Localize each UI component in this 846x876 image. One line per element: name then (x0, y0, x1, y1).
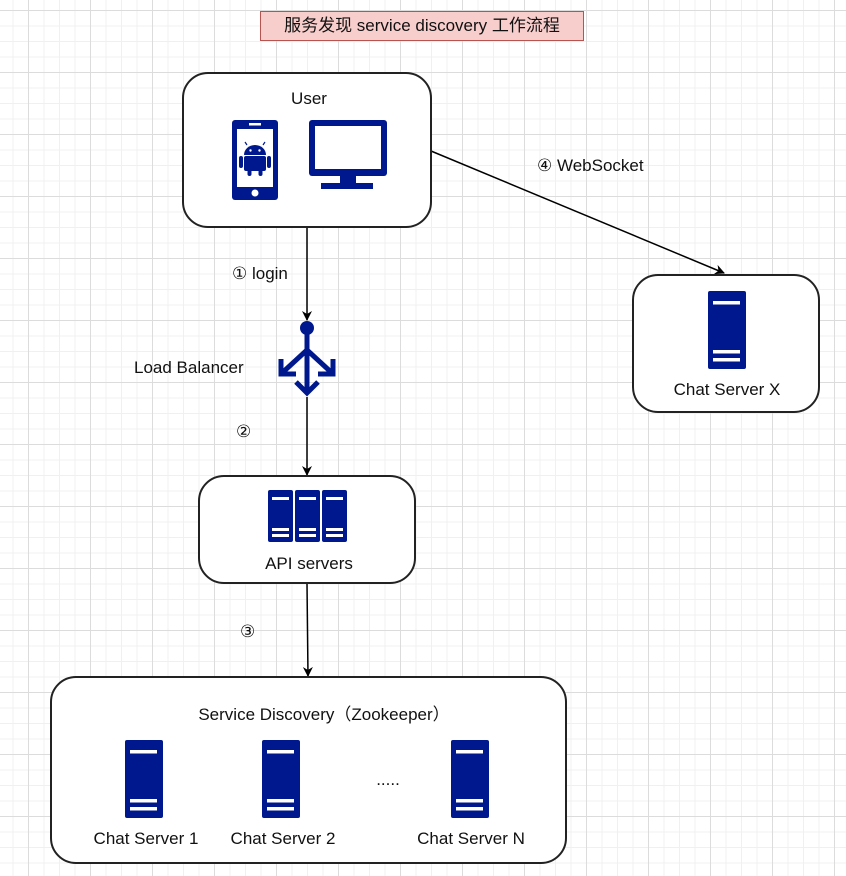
chat-server-2-label: Chat Server 2 (230, 829, 336, 848)
service-discovery-node[interactable]: Service Discovery（Zookeeper） Chat Server… (50, 676, 567, 864)
api-servers-label: API servers (265, 554, 353, 573)
server-icon (451, 740, 489, 818)
edge-websocket (430, 150, 725, 275)
android-phone-icon (232, 120, 278, 200)
edge-label-websocket: ④ WebSocket (537, 156, 644, 175)
diagram-title: 服务发现 service discovery 工作流程 (260, 11, 584, 41)
desktop-monitor-icon (309, 120, 387, 189)
edge-label-3: ③ (240, 622, 256, 641)
service-discovery-label: Service Discovery（Zookeeper） (198, 705, 450, 724)
chat-server-n-label: Chat Server N (417, 829, 525, 848)
server-icon (262, 740, 300, 818)
load-balancer-label: Load Balancer (134, 358, 244, 377)
user-label: User (291, 89, 327, 108)
server-icon (708, 291, 746, 369)
edge-label-login: ① login (232, 264, 288, 283)
api-servers-node[interactable]: API servers (198, 475, 416, 584)
load-balancer-icon (278, 321, 336, 397)
edge-label-2: ② (236, 422, 252, 441)
chat-server-x-label: Chat Server X (673, 380, 781, 399)
chat-server-x-node[interactable]: Chat Server X (632, 274, 820, 413)
server-icon (125, 740, 163, 818)
user-node[interactable]: User (182, 72, 432, 228)
ellipsis: ..... (376, 770, 400, 789)
server-rack-icon (268, 490, 347, 542)
edge-api-to-discovery (302, 583, 313, 677)
chat-server-1-label: Chat Server 1 (93, 829, 199, 848)
